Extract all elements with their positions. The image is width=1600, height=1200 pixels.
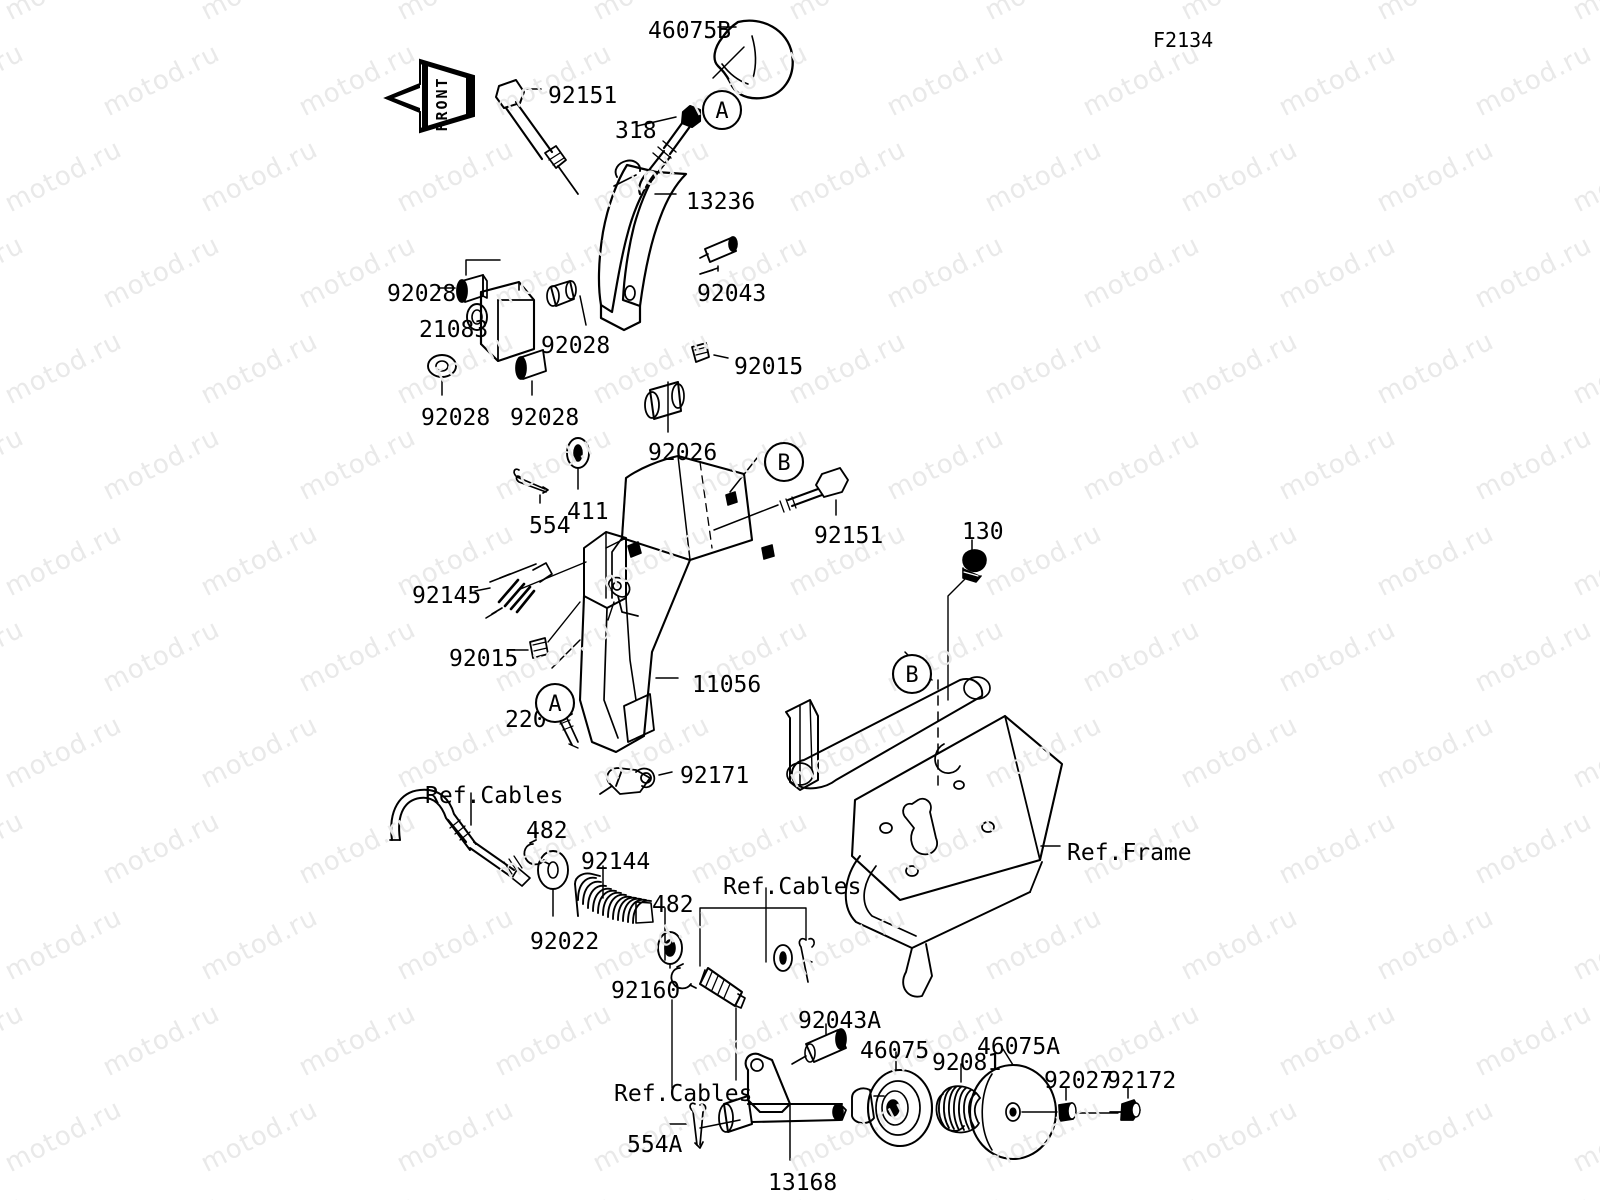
callout-marker-a: A xyxy=(700,88,744,132)
figure-code: F2134 xyxy=(1153,28,1214,52)
part-number-label: 46075A xyxy=(977,1034,1061,1060)
callout-marker-b: B xyxy=(762,440,806,484)
part-number-label: 92171 xyxy=(680,763,750,789)
part-number-label: 92151 xyxy=(814,523,884,549)
part-number-label: 46075B xyxy=(648,18,732,44)
part-number-label: 554 xyxy=(529,513,571,539)
part-number-label: 92160 xyxy=(611,978,681,1004)
part-number-label: 92022 xyxy=(530,929,600,955)
callout-marker-b: B xyxy=(890,652,934,696)
svg-text:B: B xyxy=(777,451,790,476)
part-number-label: 92028 xyxy=(510,405,580,431)
part-number-label: 92027 xyxy=(1044,1068,1114,1094)
part-number-label: 92145 xyxy=(412,583,482,609)
part-number-label: 92144 xyxy=(581,849,651,875)
part-number-label: 92172 xyxy=(1107,1068,1177,1094)
part-number-label: 21083 xyxy=(419,317,489,343)
part-number-label: 482 xyxy=(526,818,568,844)
part-number-label: Ref.Cables xyxy=(425,783,564,809)
part-number-label: 13236 xyxy=(686,189,756,215)
part-number-label: 92043A xyxy=(798,1008,882,1034)
part-number-label: 92043 xyxy=(697,281,767,307)
part-number-label: Ref.Cables xyxy=(723,874,862,900)
part-number-label: 92028 xyxy=(387,281,457,307)
part-number-label: Ref.Cables xyxy=(614,1081,753,1107)
svg-text:FRONT: FRONT xyxy=(433,76,451,131)
part-number-label: 554A xyxy=(627,1132,683,1158)
part-number-label: 46075 xyxy=(860,1038,930,1064)
callout-marker-a: A xyxy=(533,681,577,725)
part-number-label: 92028 xyxy=(541,333,611,359)
part-number-label: 92026 xyxy=(648,440,718,466)
svg-text:A: A xyxy=(715,99,728,124)
part-number-label: 92015 xyxy=(734,354,804,380)
part-number-label: 92151 xyxy=(548,83,618,109)
part-number-label: 411 xyxy=(567,499,609,525)
part-number-label: 318 xyxy=(615,118,657,144)
part-number-label: 92028 xyxy=(421,405,491,431)
part-number-label: 11056 xyxy=(692,672,762,698)
svg-text:A: A xyxy=(548,692,561,717)
part-number-label: Ref.Frame xyxy=(1067,840,1192,866)
part-number-label: 482 xyxy=(652,892,694,918)
svg-text:B: B xyxy=(905,663,918,688)
part-number-label: 13168 xyxy=(768,1170,838,1196)
part-number-label: 92081 xyxy=(932,1050,1002,1076)
part-number-label: 130 xyxy=(962,519,1004,545)
part-number-label: 92015 xyxy=(449,646,519,672)
front-direction-marker: FRONT xyxy=(383,58,475,134)
